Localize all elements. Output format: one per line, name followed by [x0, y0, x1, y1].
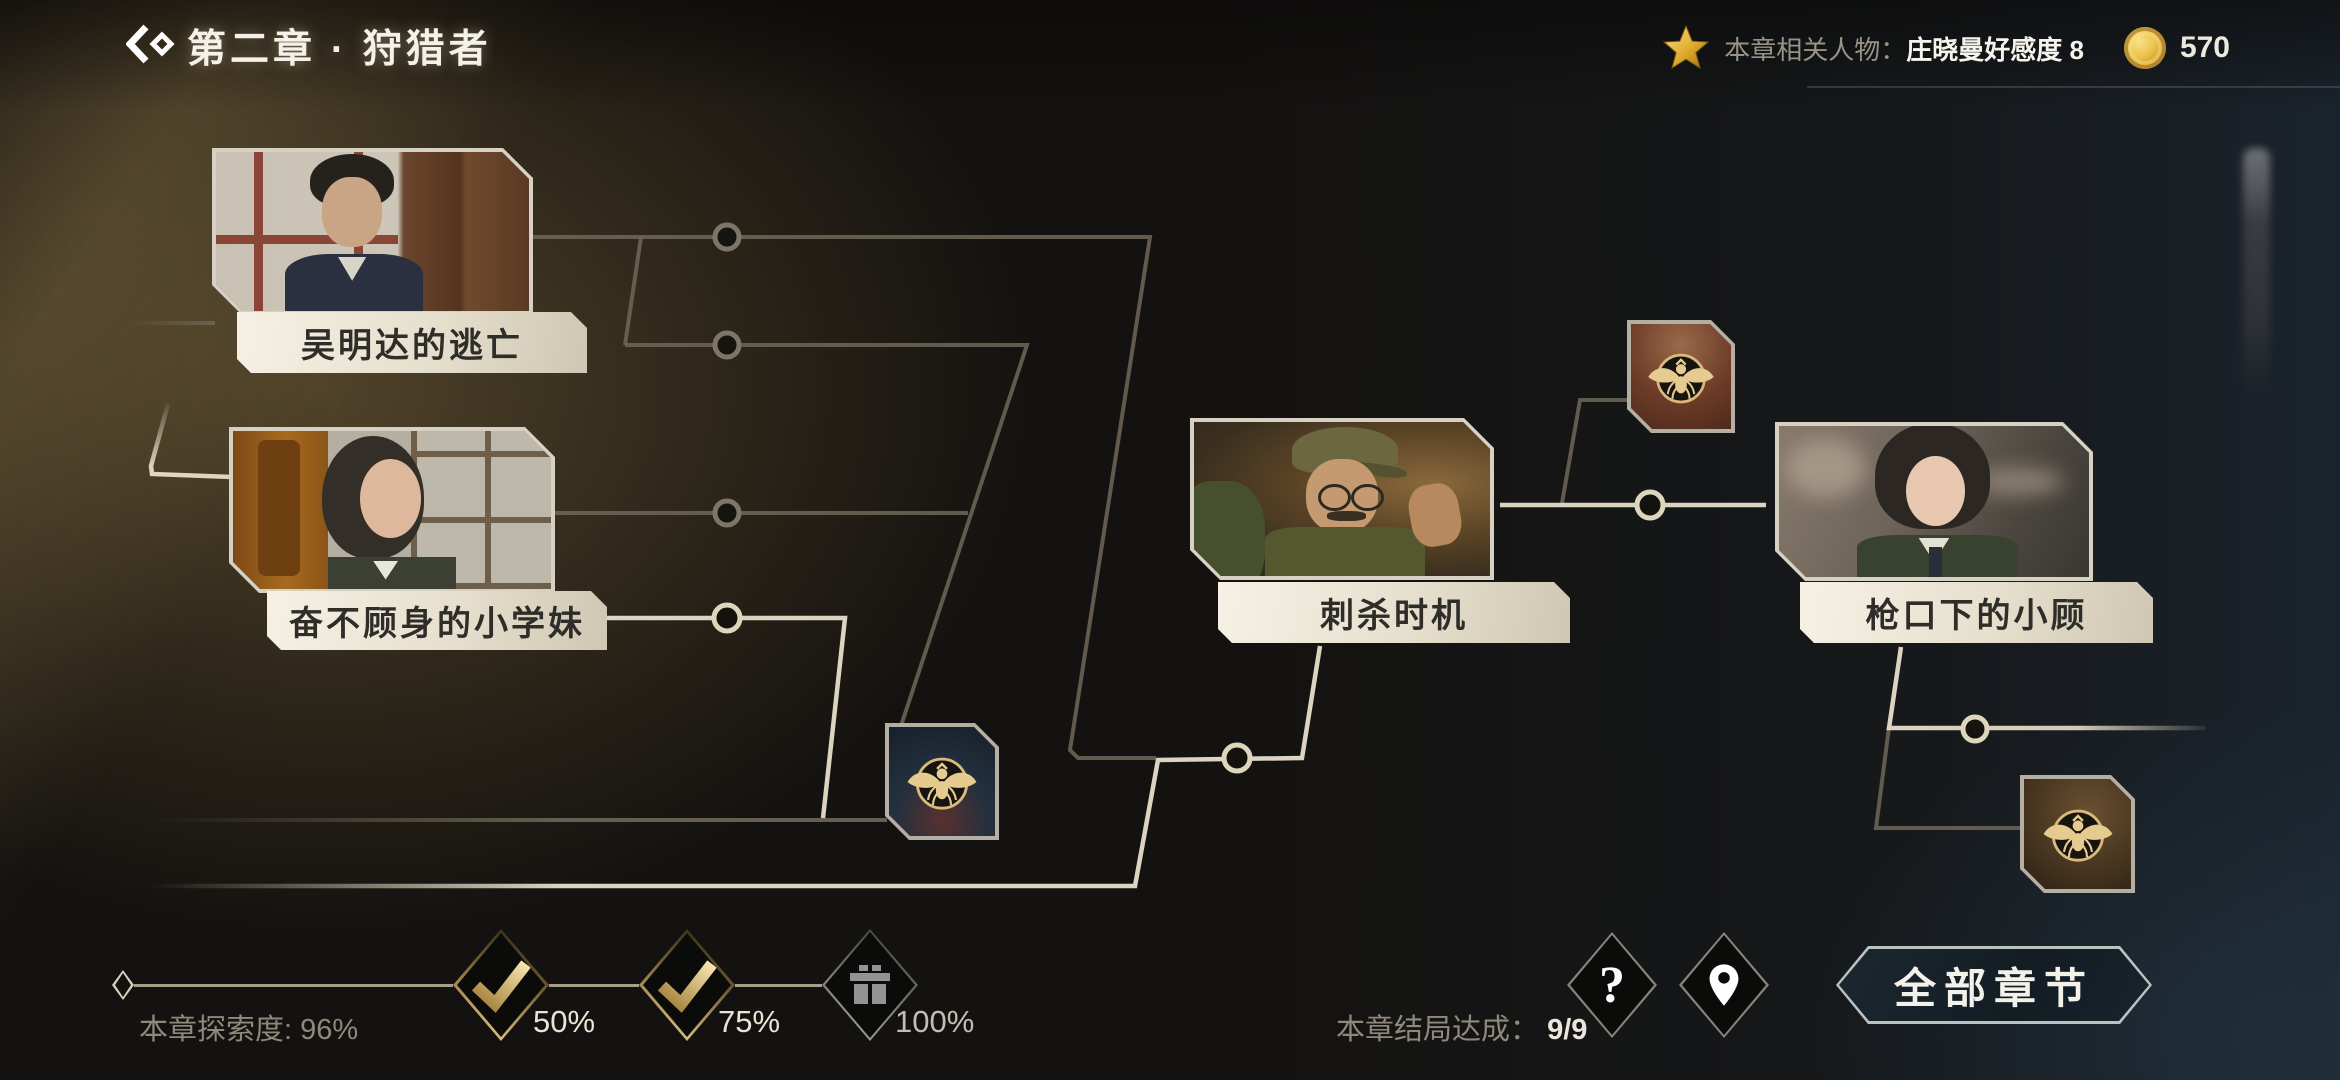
story-card-1[interactable]	[212, 148, 533, 315]
coin-count: 570	[2179, 31, 2230, 64]
endings-value: 9/9	[1547, 1014, 1588, 1046]
story-card-3-label[interactable]: 刺杀时机	[1218, 582, 1570, 643]
milestone-50-label: 50%	[533, 1004, 596, 1039]
exploration-value: 96%	[300, 1014, 359, 1046]
checkmark-icon	[471, 960, 531, 1013]
endings-text: 本章结局达成： 9/9	[1336, 1006, 1587, 1048]
scroll-indicator[interactable]	[2243, 148, 2270, 398]
milestone-75-label: 75%	[718, 1004, 781, 1039]
exploration-text: 本章探索度: 96%	[139, 1006, 358, 1048]
active-zigzag	[148, 403, 233, 480]
progress-track-2	[549, 984, 639, 987]
choice-ring-2[interactable]	[1634, 489, 1666, 521]
hidden-ending-badge-1[interactable]	[1627, 320, 1735, 433]
hidden-ending-badge-3[interactable]	[2020, 775, 2135, 893]
choice-node-dots	[711, 222, 1990, 774]
progress-start-diamond	[112, 970, 134, 1000]
story-card-4[interactable]	[1775, 422, 2093, 581]
checkmark-icon	[657, 960, 717, 1013]
winged-spider-emblem-icon	[1642, 338, 1720, 416]
milestone-100-label: 100%	[895, 1004, 975, 1039]
progress-track-3	[735, 984, 822, 987]
choice-dot-4[interactable]	[1960, 714, 1990, 744]
coin-icon	[2123, 27, 2166, 69]
choice-dot-2[interactable]	[712, 330, 742, 360]
all-chapters-label: 全部章节	[1839, 949, 2149, 1021]
winged-spider-emblem-icon	[2037, 793, 2119, 875]
choice-dot-3[interactable]	[712, 498, 742, 528]
dim-path-group	[532, 235, 2022, 830]
exploration-label: 本章探索度:	[139, 1014, 293, 1046]
gift-icon	[850, 965, 890, 1004]
story-card-1-label[interactable]: 吴明达的逃亡	[237, 312, 587, 373]
double-chevron-left-icon	[125, 24, 175, 64]
choice-dot-1[interactable]	[712, 222, 742, 252]
story-card-4-photo	[1779, 426, 2089, 577]
choice-ring-3[interactable]	[1221, 742, 1253, 774]
map-pin-icon	[1709, 964, 1739, 1006]
choice-ring-1[interactable]	[711, 602, 743, 634]
related-character-label: 本章相关人物：	[1724, 34, 1907, 65]
hidden-ending-badge-2[interactable]	[885, 723, 999, 840]
story-card-1-photo	[216, 152, 529, 311]
star-icon	[1662, 24, 1710, 70]
back-button[interactable]	[125, 22, 176, 66]
winged-spider-emblem-icon	[901, 741, 983, 823]
story-card-2-photo	[233, 431, 551, 589]
active-path-group	[605, 502, 1766, 819]
story-card-4-label[interactable]: 枪口下的小顾	[1800, 582, 2153, 643]
header-info: 本章相关人物：庄晓曼好感度 8 570	[1662, 24, 2230, 72]
header-divider	[1807, 86, 2340, 88]
story-card-2[interactable]	[229, 427, 555, 593]
active-right-line	[1886, 646, 2205, 731]
chapter-title: 第二章 · 狩猎者	[187, 28, 492, 71]
active-long-line	[150, 645, 1323, 889]
endings-label: 本章结局达成：	[1336, 1014, 1540, 1046]
related-character-value: 庄晓曼好感度 8	[1906, 34, 2084, 65]
all-chapters-button[interactable]: 全部章节	[1836, 946, 2152, 1024]
story-card-3[interactable]	[1190, 418, 1494, 580]
progress-track-1	[134, 984, 453, 987]
story-card-3-photo	[1194, 422, 1490, 576]
story-card-2-label[interactable]: 奋不顾身的小学妹	[267, 591, 607, 650]
